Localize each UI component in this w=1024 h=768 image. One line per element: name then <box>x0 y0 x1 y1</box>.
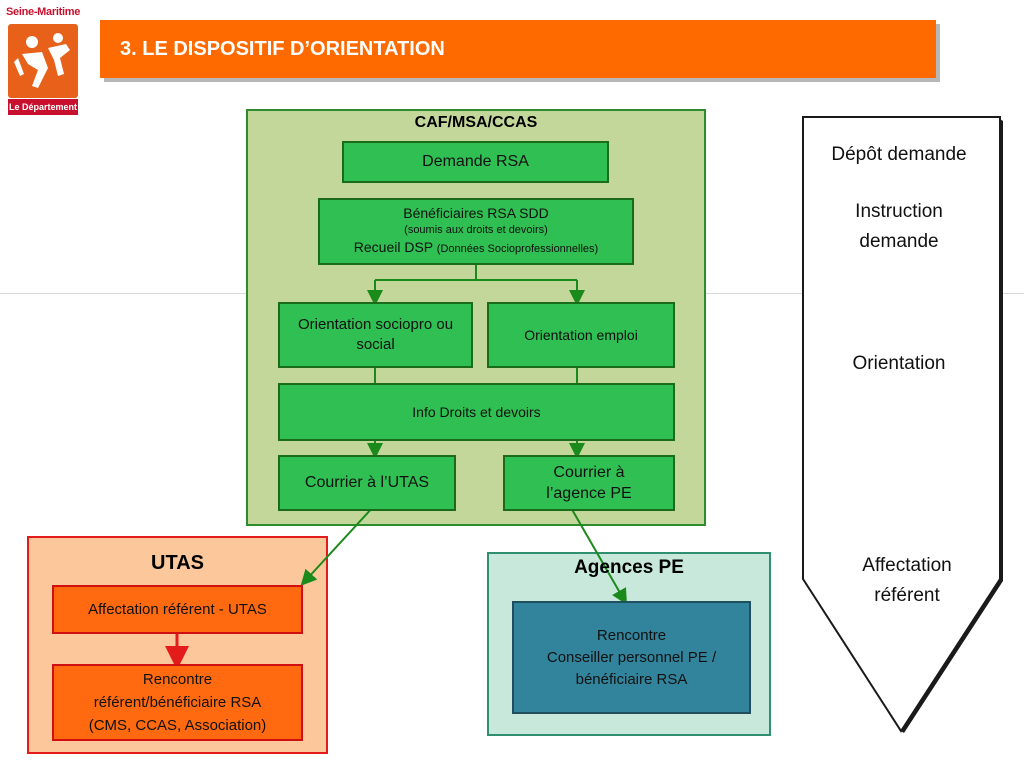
rencontre-pe-box: Rencontre Conseiller personnel PE / béné… <box>512 601 751 714</box>
courrier-pe-label: Courrier à l’agence PE <box>546 464 632 502</box>
pe-arrow <box>569 505 627 605</box>
rencontre-utas-box: Rencontre référent/bénéficiaire RSA (CMS… <box>52 664 303 741</box>
courrier-pe-box: Courrier à l’agence PE <box>503 455 675 511</box>
orientation-emploi-box: Orientation emploi <box>487 302 675 368</box>
affectation-utas-label: Affectation référent - UTAS <box>88 600 267 618</box>
rencontre-utas-line3: (CMS, CCAS, Association) <box>88 717 267 734</box>
caf-title: CAF/MSA/CCAS <box>414 114 538 131</box>
info-droits-box: Info Droits et devoirs <box>278 383 675 441</box>
step-depot-label: Dépôt demande <box>831 144 967 165</box>
rencontre-utas-line2: référent/bénéficiaire RSA <box>93 694 262 711</box>
utas-arrow <box>300 505 375 586</box>
orientation-sociopro-box: Orientation sociopro ou social <box>278 302 473 368</box>
courrier-utas-box: Courrier à l’UTAS <box>278 455 456 511</box>
step-affectation-line1: Affectation <box>862 555 952 576</box>
step-instruction-line2: demande <box>859 231 939 252</box>
affectation-utas-box: Affectation référent - UTAS <box>52 585 303 634</box>
rencontre-pe-line3: bénéficiaire RSA <box>575 670 688 688</box>
logo: Seine-Maritime Le Département <box>4 6 82 115</box>
benef-line2: (soumis aux droits et devoirs) <box>404 224 548 236</box>
title-banner: 3. LE DISPOSITIF D’ORIENTATION <box>100 20 936 78</box>
orientation-emploi-label: Orientation emploi <box>524 327 638 343</box>
split-connector <box>367 265 585 306</box>
benef-line3: Recueil DSP <box>353 239 433 255</box>
rencontre-pe-line1: Rencontre <box>596 626 667 644</box>
step-affectation-line2: référent <box>874 585 940 606</box>
step-depot: Dépôt demande <box>800 140 998 170</box>
orient-info-connector <box>374 368 578 383</box>
step-orientation-label: Orientation <box>852 353 946 374</box>
logo-figures-icon <box>8 24 78 98</box>
rencontre-utas-line1: Rencontre <box>142 671 213 688</box>
logo-bottom-text: Le Département <box>8 99 78 115</box>
beneficiaires-box: Bénéficiaires RSA SDD (soumis aux droits… <box>318 198 634 265</box>
benef-line3-small: (Données Socioprofessionnelles) <box>436 243 599 255</box>
step-orientation: Orientation <box>800 349 998 379</box>
step-instruction: Instruction demande <box>800 197 998 257</box>
pe-title: Agences PE <box>574 557 684 578</box>
logo-top-text: Seine-Maritime <box>5 6 81 18</box>
demande-rsa-label: Demande RSA <box>422 153 529 170</box>
info-courrier-connector <box>367 441 585 459</box>
info-droits-label: Info Droits et devoirs <box>412 404 541 420</box>
page-title: 3. LE DISPOSITIF D’ORIENTATION <box>120 37 445 60</box>
orientation-sociopro-label: Orientation sociopro ou social <box>297 316 454 353</box>
step-instruction-line1: Instruction <box>855 201 943 222</box>
demande-rsa-box: Demande RSA <box>342 141 609 183</box>
step-affectation: Affectation référent <box>806 551 1008 611</box>
courrier-utas-label: Courrier à l’UTAS <box>304 474 430 491</box>
utas-title: UTAS <box>151 552 204 574</box>
rencontre-pe-line2: Conseiller personnel PE / <box>546 648 717 666</box>
benef-line1: Bénéficiaires RSA SDD <box>403 205 549 221</box>
